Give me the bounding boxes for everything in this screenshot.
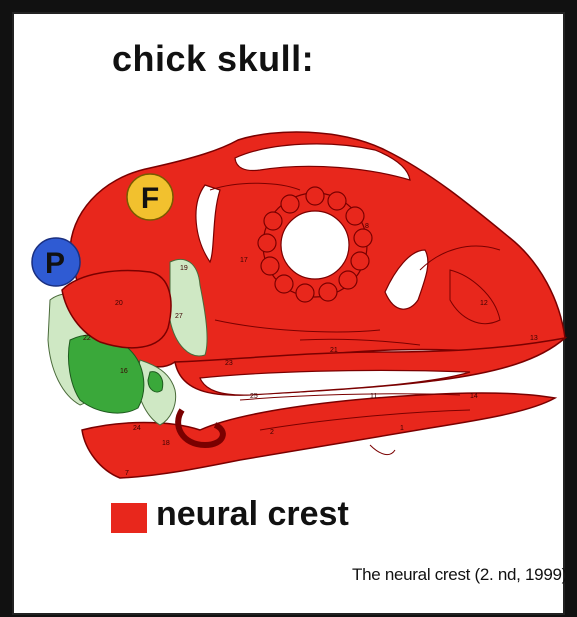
svg-text:18: 18 <box>162 440 170 447</box>
svg-text:1: 1 <box>400 425 404 432</box>
svg-text:21: 21 <box>330 347 338 354</box>
svg-text:27: 27 <box>175 313 183 320</box>
svg-text:25: 25 <box>250 393 258 400</box>
svg-text:22: 22 <box>83 335 91 342</box>
svg-text:17: 17 <box>240 257 248 264</box>
svg-text:12: 12 <box>480 300 488 307</box>
svg-text:14: 14 <box>470 393 478 400</box>
parietal-marker-letter: P <box>45 247 65 280</box>
svg-text:23: 23 <box>225 360 233 367</box>
svg-text:24: 24 <box>133 425 141 432</box>
legend-label-neural-crest: neural crest <box>156 495 349 534</box>
svg-text:13: 13 <box>530 335 538 342</box>
svg-text:16: 16 <box>120 368 128 375</box>
svg-text:7: 7 <box>125 470 129 477</box>
svg-text:20: 20 <box>115 300 123 307</box>
parietal-marker: P <box>32 238 80 286</box>
svg-text:2: 2 <box>270 429 274 436</box>
svg-text:19: 19 <box>180 265 188 272</box>
frontal-marker-letter: F <box>141 182 159 215</box>
frontal-marker: F <box>127 174 173 220</box>
svg-text:8: 8 <box>365 223 369 230</box>
svg-text:11: 11 <box>370 393 377 400</box>
legend-swatch-neural-crest <box>111 503 147 533</box>
skull-jaw-gap <box>200 370 470 395</box>
figure-citation: The neural crest (2. nd, 1999) <box>352 565 567 585</box>
